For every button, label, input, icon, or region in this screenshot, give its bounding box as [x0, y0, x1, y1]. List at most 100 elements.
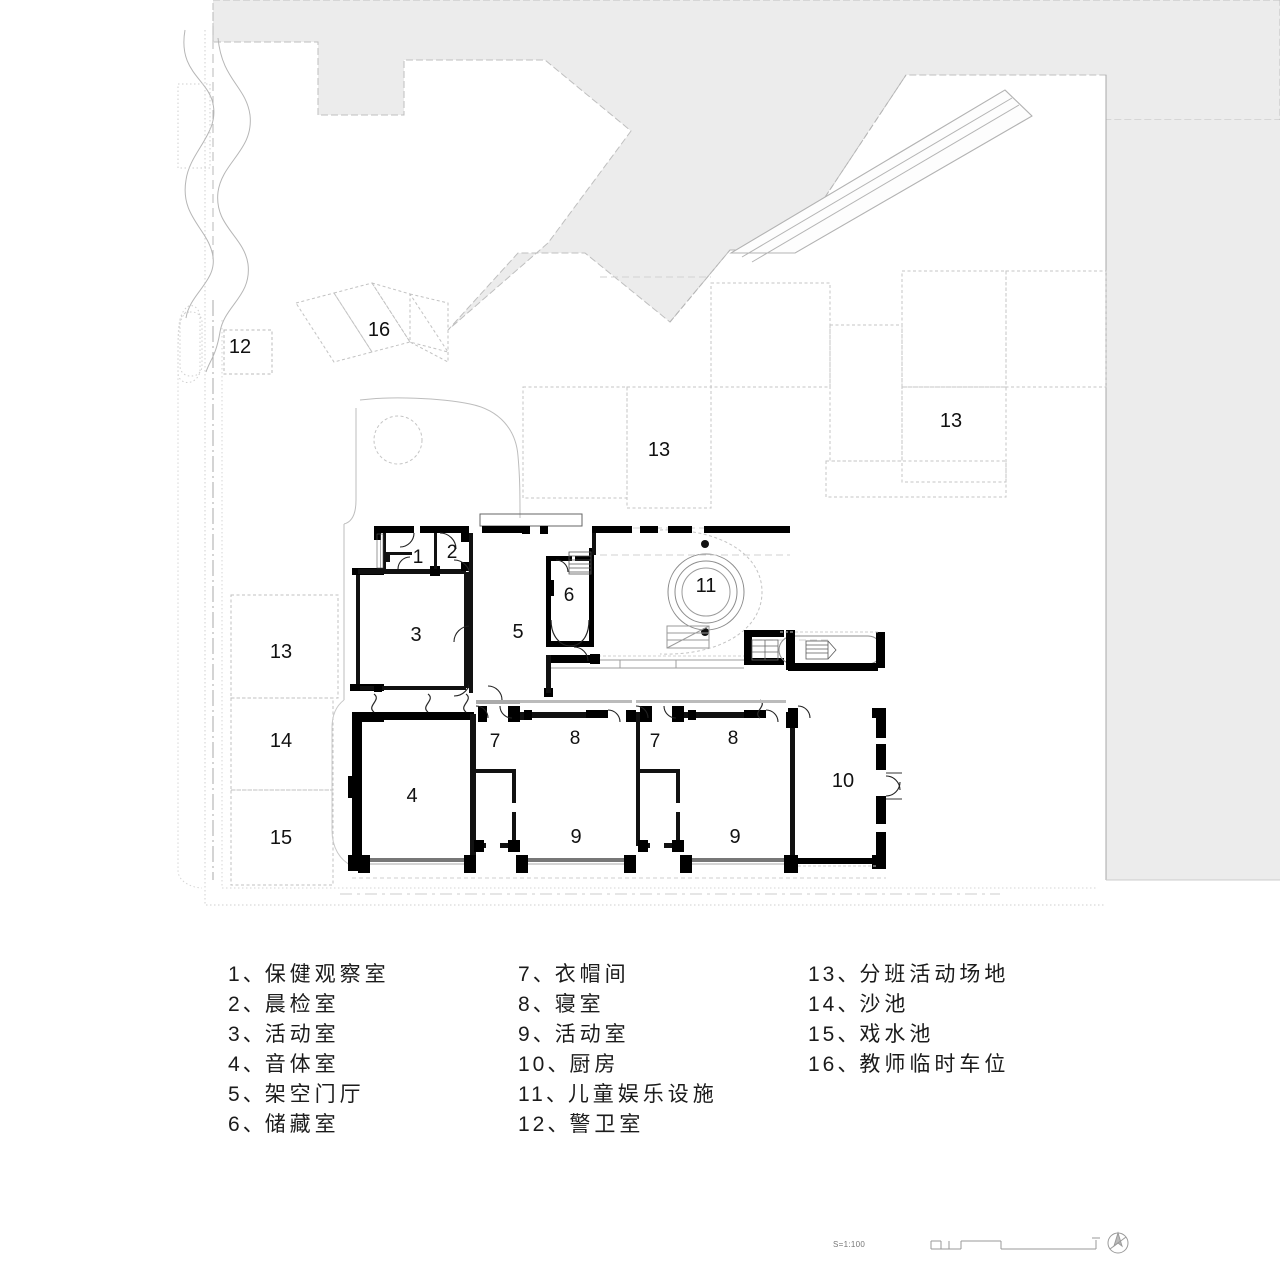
legend-separator: 、 — [532, 1023, 555, 1046]
legend-item: 12 、 警卫室 — [518, 1108, 808, 1138]
legend-separator: 、 — [242, 963, 265, 986]
room-number-7: 7 — [490, 731, 501, 752]
legend-label: 厨房 — [569, 1052, 620, 1076]
legend-separator: 、 — [242, 993, 265, 1016]
entry-plaza-outline — [331, 397, 521, 867]
legend-number: 4 — [228, 1053, 243, 1076]
room-number-13a: 13 — [270, 641, 292, 663]
room-number-4: 4 — [406, 785, 417, 807]
legend-item: 10 、 厨房 — [518, 1048, 808, 1078]
legend-separator: 、 — [532, 993, 555, 1016]
site-boundary-lines — [204, 12, 1105, 906]
legend-number: 9 — [518, 1023, 533, 1046]
room-number-2: 2 — [447, 542, 458, 563]
legend-number: 16 — [808, 1053, 838, 1076]
legend-label: 沙池 — [859, 992, 910, 1016]
legend-label: 活动室 — [264, 1022, 340, 1046]
legend-label: 衣帽间 — [554, 962, 630, 986]
legend-separator: 、 — [242, 1083, 265, 1106]
legend-item: 15 、 戏水池 — [808, 1018, 1138, 1048]
legend-label: 寝室 — [554, 992, 605, 1016]
play-areas-northeast — [522, 270, 1107, 509]
legend-item: 2 、 晨检室 — [228, 988, 518, 1018]
room-number-13b: 13 — [648, 439, 670, 461]
south-terrace-edge — [340, 877, 1000, 895]
room-number-1: 1 — [413, 547, 424, 568]
room-number-12: 12 — [229, 336, 251, 358]
legend: 1 、 保健观察室 2 、 晨检室 3 、 活动室 4 、 音体室 5 、 — [228, 958, 1188, 1138]
legend-number: 3 — [228, 1023, 243, 1046]
legend-separator: 、 — [837, 1053, 860, 1076]
north-wing-walls — [350, 526, 471, 697]
room-number-9: 9 — [570, 826, 581, 848]
room-number-8: 8 — [570, 728, 581, 749]
play-areas-west — [230, 594, 339, 886]
room-number-13c: 13 — [940, 410, 962, 432]
room-number-3: 3 — [410, 624, 421, 646]
legend-separator: 、 — [242, 1053, 265, 1076]
legend-item: 4 、 音体室 — [228, 1048, 518, 1078]
north-arrow-icon — [1107, 1231, 1129, 1254]
legend-separator: 、 — [837, 963, 860, 986]
teacher-parking-stalls — [295, 282, 450, 363]
legend-number: 2 — [228, 993, 243, 1016]
legend-item: 16 、 教师临时车位 — [808, 1048, 1138, 1078]
legend-label: 戏水池 — [859, 1022, 935, 1046]
legend-separator: 、 — [242, 1023, 265, 1046]
legend-number: 10 — [518, 1053, 548, 1076]
room-number-10: 10 — [832, 770, 854, 792]
legend-separator: 、 — [532, 963, 555, 986]
legend-item: 3 、 活动室 — [228, 1018, 518, 1048]
legend-label: 儿童娱乐设施 — [567, 1082, 718, 1106]
legend-separator: 、 — [242, 1113, 265, 1136]
room-number-8b: 8 — [728, 728, 739, 749]
legend-column-2: 7 、 衣帽间 8 、 寝室 9 、 活动室 10 、 厨房 11 、 — [518, 958, 808, 1138]
planting-island — [177, 83, 211, 383]
legend-number: 8 — [518, 993, 533, 1016]
legend-column-1: 1 、 保健观察室 2 、 晨检室 3 、 活动室 4 、 音体室 5 、 — [228, 958, 518, 1138]
legend-label: 分班活动场地 — [859, 962, 1010, 986]
legend-number: 15 — [808, 1023, 838, 1046]
legend-separator: 、 — [545, 1083, 568, 1106]
west-sidewalk-strip — [177, 311, 203, 889]
legend-number: 14 — [808, 993, 838, 1016]
legend-separator: 、 — [547, 1053, 570, 1076]
legend-item: 5 、 架空门厅 — [228, 1078, 518, 1108]
legend-separator: 、 — [837, 993, 860, 1016]
legend-label: 警卫室 — [569, 1112, 645, 1136]
legend-number: 12 — [518, 1113, 548, 1136]
scale-bar-group: S=1:100 — [833, 1228, 1135, 1260]
diagonal-ramp-walkway — [729, 89, 1033, 263]
legend-label: 活动室 — [554, 1022, 630, 1046]
legend-separator: 、 — [547, 1113, 570, 1136]
legend-number: 7 — [518, 963, 533, 986]
room-number-7b: 7 — [650, 731, 661, 752]
legend-item: 9 、 活动室 — [518, 1018, 808, 1048]
entry-driveway-curve — [183, 29, 251, 373]
classroom-block-walls — [348, 693, 902, 873]
legend-item: 1 、 保健观察室 — [228, 958, 518, 988]
room-number-14: 14 — [270, 730, 292, 752]
room-number-9b: 9 — [729, 826, 740, 848]
legend-label: 储藏室 — [264, 1112, 340, 1136]
legend-item: 13 、 分班活动场地 — [808, 958, 1138, 988]
legend-number: 13 — [808, 963, 838, 986]
legend-number: 1 — [228, 963, 243, 986]
legend-number: 5 — [228, 1083, 243, 1106]
guard-room-12 — [223, 329, 273, 375]
scale-bar-graphic — [930, 1231, 1129, 1254]
neighbor-building-mass — [212, 0, 1280, 881]
children-play-equipment-11 — [659, 529, 763, 655]
room-number-11: 11 — [696, 575, 717, 597]
legend-item: 8 、 寝室 — [518, 988, 808, 1018]
lobby-storage-walls — [469, 513, 790, 701]
legend-label: 架空门厅 — [264, 1082, 365, 1106]
scale-label: S=1:100 — [833, 1239, 866, 1249]
room-number-15: 15 — [270, 827, 292, 849]
legend-separator: 、 — [837, 1023, 860, 1046]
legend-item: 7 、 衣帽间 — [518, 958, 808, 988]
legend-number: 6 — [228, 1113, 243, 1136]
